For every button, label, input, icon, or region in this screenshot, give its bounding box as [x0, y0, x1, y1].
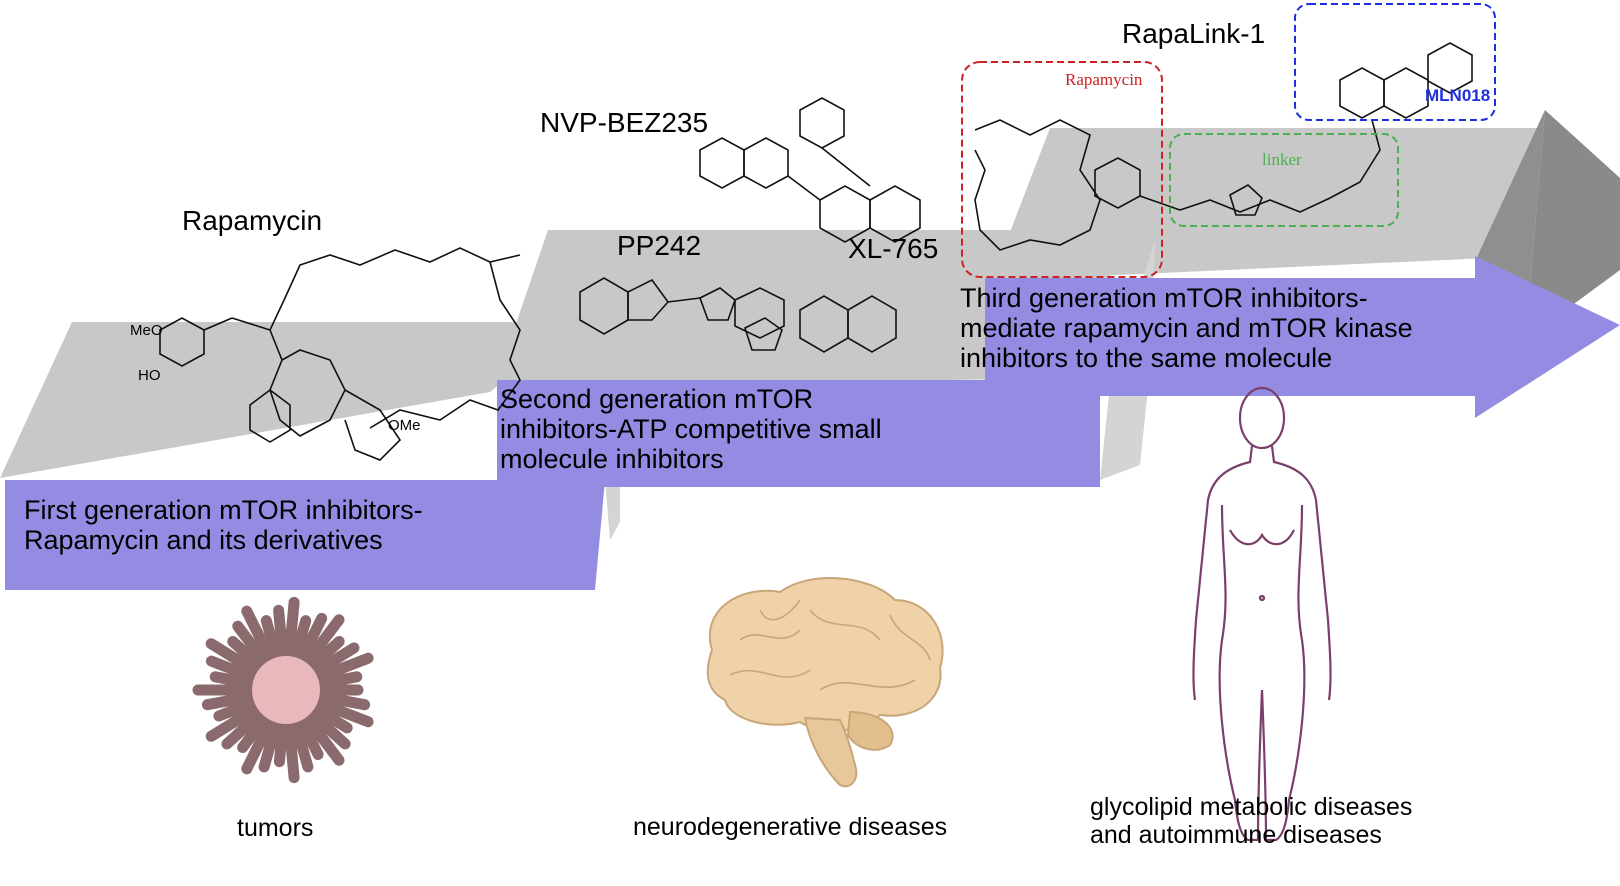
end-block-side — [1525, 110, 1620, 340]
linker-part-box — [1169, 133, 1399, 227]
pp242-compound-label: PP242 — [617, 230, 702, 261]
stage-2-band — [497, 380, 1100, 487]
stage-3-arrow — [985, 256, 1620, 418]
tumor-core — [252, 656, 320, 724]
rapamycin-ome-atom: OMe — [388, 417, 421, 434]
step-3-top — [1005, 128, 1540, 280]
stage-2-label: Second generation mTOR inhibitors-ATP co… — [500, 384, 882, 475]
brain-icon — [706, 577, 944, 788]
stage-1-band — [5, 480, 605, 590]
rapamycin-ho-atom: HO — [138, 367, 161, 384]
linker-part-label: linker — [1262, 150, 1302, 169]
tumor-icon — [192, 596, 374, 784]
metabolic-autoimmune-label: glycolipid metabolic diseases and autoim… — [1090, 793, 1413, 849]
rapalink-compound-label: RapaLink-1 — [1122, 18, 1266, 49]
step-1-top — [0, 275, 540, 478]
rapamycin-part-label: Rapamycin — [1065, 70, 1143, 89]
nvp-bez235-compound-label: NVP-BEZ235 — [540, 107, 709, 138]
rapamycin-meo-atom: MeO — [130, 322, 163, 339]
stage-3-label: Third generation mTOR inhibitors- mediat… — [960, 283, 1413, 374]
rapamycin-compound-label: Rapamycin — [182, 205, 323, 236]
mln018-part-box — [1294, 3, 1496, 121]
xl765-compound-label: XL-765 — [848, 233, 939, 264]
rapamycin-part-box — [961, 61, 1163, 278]
stage-1-label: First generation mTOR inhibitors- Rapamy… — [24, 495, 423, 556]
tumors-label: tumors — [237, 814, 314, 842]
rapalink-structure-icon — [974, 42, 1473, 251]
rapamycin-structure-icon — [159, 247, 521, 461]
second-gen-structures-icon — [579, 97, 921, 353]
neurodegenerative-label: neurodegenerative diseases — [633, 813, 948, 841]
human-body-icon — [1192, 386, 1332, 842]
mln018-part-label: MLN018 — [1425, 86, 1491, 105]
